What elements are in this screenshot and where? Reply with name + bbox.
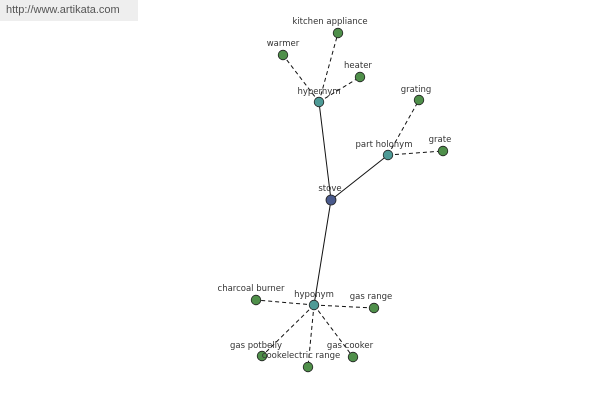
node-gas-range[interactable] (368, 302, 380, 314)
node-label-charcoal-burner: charcoal burner (218, 284, 285, 294)
edge-hypernym-to-kitchen-appliance (318, 32, 339, 103)
node-label-heater: heater (344, 61, 372, 71)
edge-stove-to-part-holonym (330, 154, 389, 201)
node-grating[interactable] (413, 94, 425, 106)
edge-hyponym-to-gas-cooker (313, 304, 354, 358)
node-label-hyponym: hyponym (294, 290, 334, 300)
node-label-grate: grate (429, 135, 452, 145)
node-label-stove: stove (318, 184, 341, 194)
node-cookelectric-range[interactable] (302, 361, 314, 373)
node-label-gas-cooker: gas cooker (327, 341, 374, 351)
edge-hypernym-to-warmer (282, 54, 320, 103)
edge-part-holonym-to-grate (387, 150, 444, 156)
node-label-cookelectric-range: cookelectric range (262, 351, 340, 361)
edge-hyponym-to-gas-range (313, 304, 375, 309)
node-label-hypernym: hypernym (297, 87, 340, 97)
node-hypernym[interactable] (313, 96, 325, 108)
node-label-warmer: warmer (267, 39, 300, 49)
edge-hypernym-to-heater (318, 76, 361, 103)
edge-hyponym-to-charcoal-burner (255, 299, 315, 306)
node-gas-cooker[interactable] (347, 351, 359, 363)
node-label-part-holonym: part holonym (356, 140, 413, 150)
site-url-watermark: http://www.artikata.com (0, 0, 138, 21)
node-label-gas-range: gas range (350, 292, 392, 302)
node-hyponym[interactable] (308, 299, 320, 311)
node-warmer[interactable] (277, 49, 289, 61)
node-part-holonym[interactable] (382, 149, 394, 161)
edge-hyponym-to-cookelectric-range (307, 304, 315, 368)
node-label-kitchen-appliance: kitchen appliance (292, 17, 367, 27)
node-heater[interactable] (354, 71, 366, 83)
edge-part-holonym-to-grating (387, 99, 420, 156)
edge-stove-to-hypernym (318, 101, 332, 201)
node-charcoal-burner[interactable] (250, 294, 262, 306)
node-stove[interactable] (325, 194, 337, 206)
node-label-gas-potbelly: gas potbelly (230, 341, 282, 351)
node-grate[interactable] (437, 145, 449, 157)
edge-hyponym-to-gas-potbelly (261, 304, 315, 357)
edge-stove-to-hyponym (313, 199, 332, 306)
node-kitchen-appliance[interactable] (332, 27, 344, 39)
node-gas-potbelly[interactable] (256, 350, 268, 362)
edges-layer (255, 32, 444, 368)
node-label-grating: grating (401, 85, 432, 95)
nodes-layer (250, 27, 449, 373)
labels-layer: stove hypernym part holonym hyponym kitchen … (218, 17, 452, 361)
